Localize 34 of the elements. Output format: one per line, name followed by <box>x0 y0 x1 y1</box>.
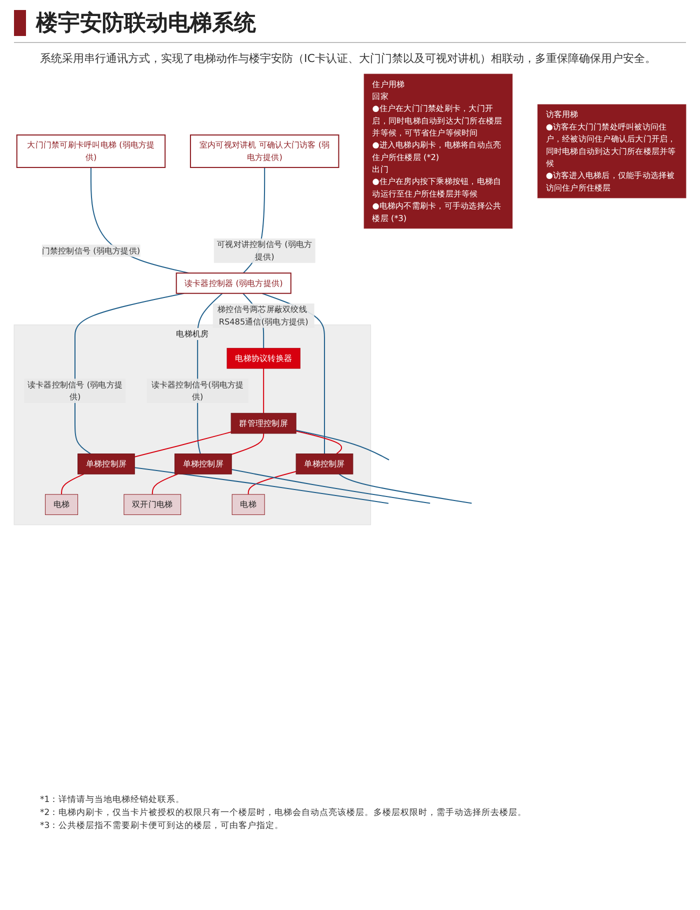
connector <box>248 471 296 494</box>
connector <box>134 467 389 504</box>
connector <box>232 468 430 504</box>
connector <box>296 430 390 460</box>
node-box: 大门门禁可刷卡呼叫电梯 (弱电方提供) <box>16 134 166 168</box>
node-box: 读卡器控制器 (弱电方提供) <box>176 272 292 294</box>
node-box: 电梯协议转换器 <box>226 348 300 369</box>
node-box: 群管理控制屏 <box>230 412 296 434</box>
connector <box>263 368 264 414</box>
page-title: 楼宇安防联动电梯系统 <box>36 10 256 38</box>
connector <box>231 433 264 455</box>
footnote: *1：详情请与当地电梯经销处联系。 <box>40 794 186 806</box>
connector <box>61 474 84 494</box>
connector <box>134 432 232 458</box>
intro-text: 系统采用串行通讯方式，实现了电梯动作与楼宇安防（IC卡认证、大门门禁以及可视对讲机）相联动，多重保障确保用户安全。 <box>40 51 657 66</box>
node-box: 室内可视对讲机 可确认大门访客 (弱电方提供) <box>190 134 340 168</box>
connector <box>296 430 342 454</box>
node-box: 访客用梯 ●访客在大门门禁处呼叫被访问住户，经被访问住户确认后大门开启，同时电梯自动到达大门所在楼层并等候 ●访客进入电梯后，仅能手动选择被访问住户所住楼层 <box>537 104 686 198</box>
node-box: 电梯 <box>232 494 265 515</box>
connector <box>338 474 472 504</box>
footnote: *2：电梯内刷卡，仅当卡片被授权的权限只有一个楼层时，电梯会自动点亮该楼层。多楼层权限时，需手动选择所去楼层。 <box>40 807 528 819</box>
edge-label: 可视对讲控制信号 (弱电方提供) <box>217 240 312 262</box>
footnote: *3：公共楼层指不需要刷卡便可到达的楼层，可由客户指定。 <box>40 820 285 832</box>
edge-label: 梯控信号两芯屏蔽双绞线 RS485通信(弱电方提供) <box>218 304 308 326</box>
node-box: 电梯 <box>45 494 78 515</box>
connector <box>152 474 178 494</box>
edge-label: 门禁控制信号 (弱电方提供) <box>42 246 140 256</box>
node-box: 单梯控制屏 <box>78 454 135 474</box>
node-box: 单梯控制屏 <box>174 454 232 474</box>
node-box: 住户用梯 回家 ●住户在大门门禁处刷卡，大门开启，同时电梯自动到达大门所在楼层并等候，可节省住户等候时间 ●进入电梯内刷卡，电梯将自动点亮住户所住楼层 (*2) 出门 ●住户在房内按下乘梯按钮，电梯自动运行至住户所住楼层并等候 ●电梯内不需刷卡，可手动选择公共楼层 (*3) <box>364 74 513 229</box>
edge-label: 读卡器控制信号 (弱电方提供) <box>27 380 123 402</box>
node-box: 单梯控制屏 <box>296 454 354 474</box>
edge-label: 读卡器控制信号(弱电方提供) <box>151 380 244 402</box>
node-box: 双开门电梯 <box>124 494 182 515</box>
